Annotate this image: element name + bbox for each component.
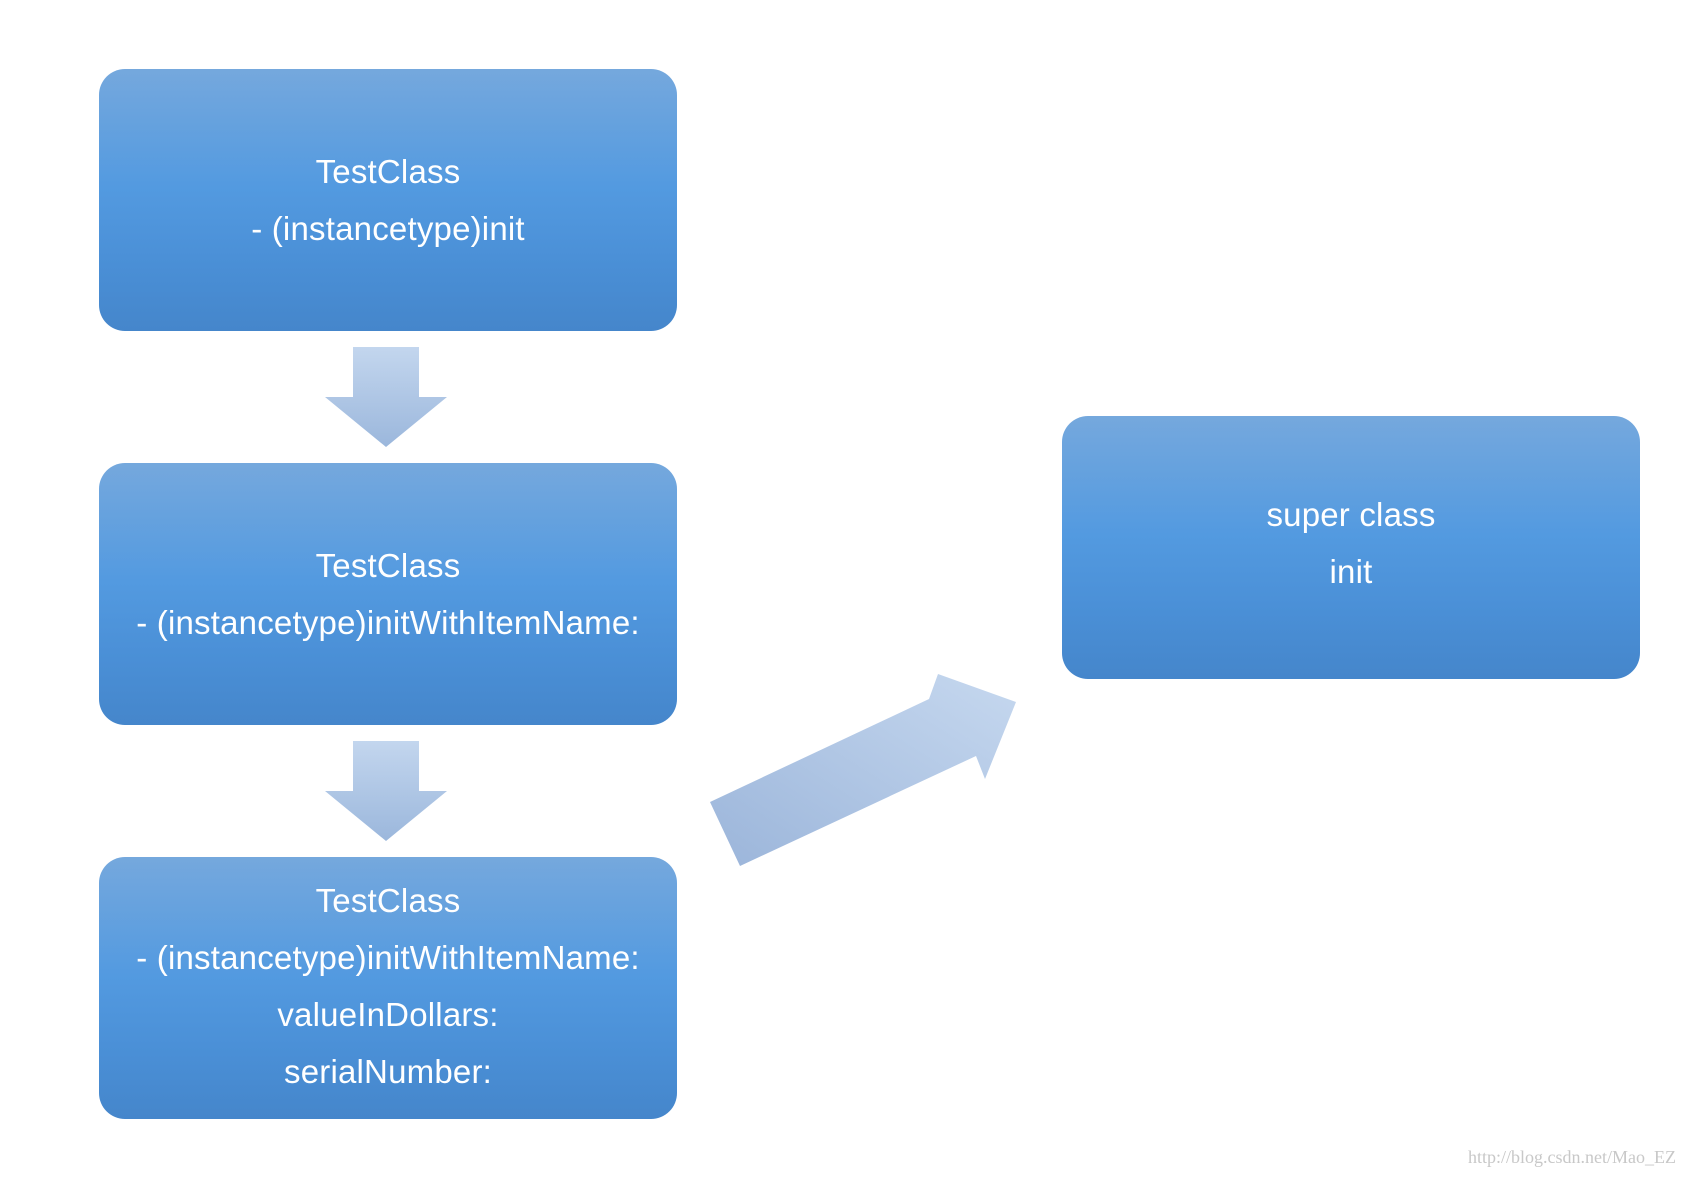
node-method-label: - (instancetype)initWithItemName: <box>136 604 640 641</box>
node-class-label: TestClass <box>315 153 461 190</box>
diagonal-arrow <box>710 674 1016 866</box>
testclass-init-node: TestClass - (instancetype)init <box>99 69 677 331</box>
node-class-label: TestClass <box>315 882 461 919</box>
down-arrow-2 <box>325 741 447 841</box>
node-param-label: serialNumber: <box>284 1053 492 1090</box>
super-class-init-node: super class init <box>1062 416 1640 679</box>
testclass-designated-init-node: TestClass - (instancetype)initWithItemNa… <box>99 857 677 1119</box>
node-class-label: super class <box>1266 496 1436 533</box>
down-arrow-1 <box>325 347 447 447</box>
node-method-label: - (instancetype)initWithItemName: <box>136 939 640 976</box>
node-param-label: valueInDollars: <box>277 996 499 1033</box>
node-class-label: TestClass <box>315 547 461 584</box>
testclass-init-with-item-name-node: TestClass - (instancetype)initWithItemNa… <box>99 463 677 725</box>
node-method-label: - (instancetype)init <box>251 210 525 247</box>
watermark: http://blog.csdn.net/Mao_EZ <box>1468 1147 1676 1167</box>
node-method-label: init <box>1329 553 1373 590</box>
